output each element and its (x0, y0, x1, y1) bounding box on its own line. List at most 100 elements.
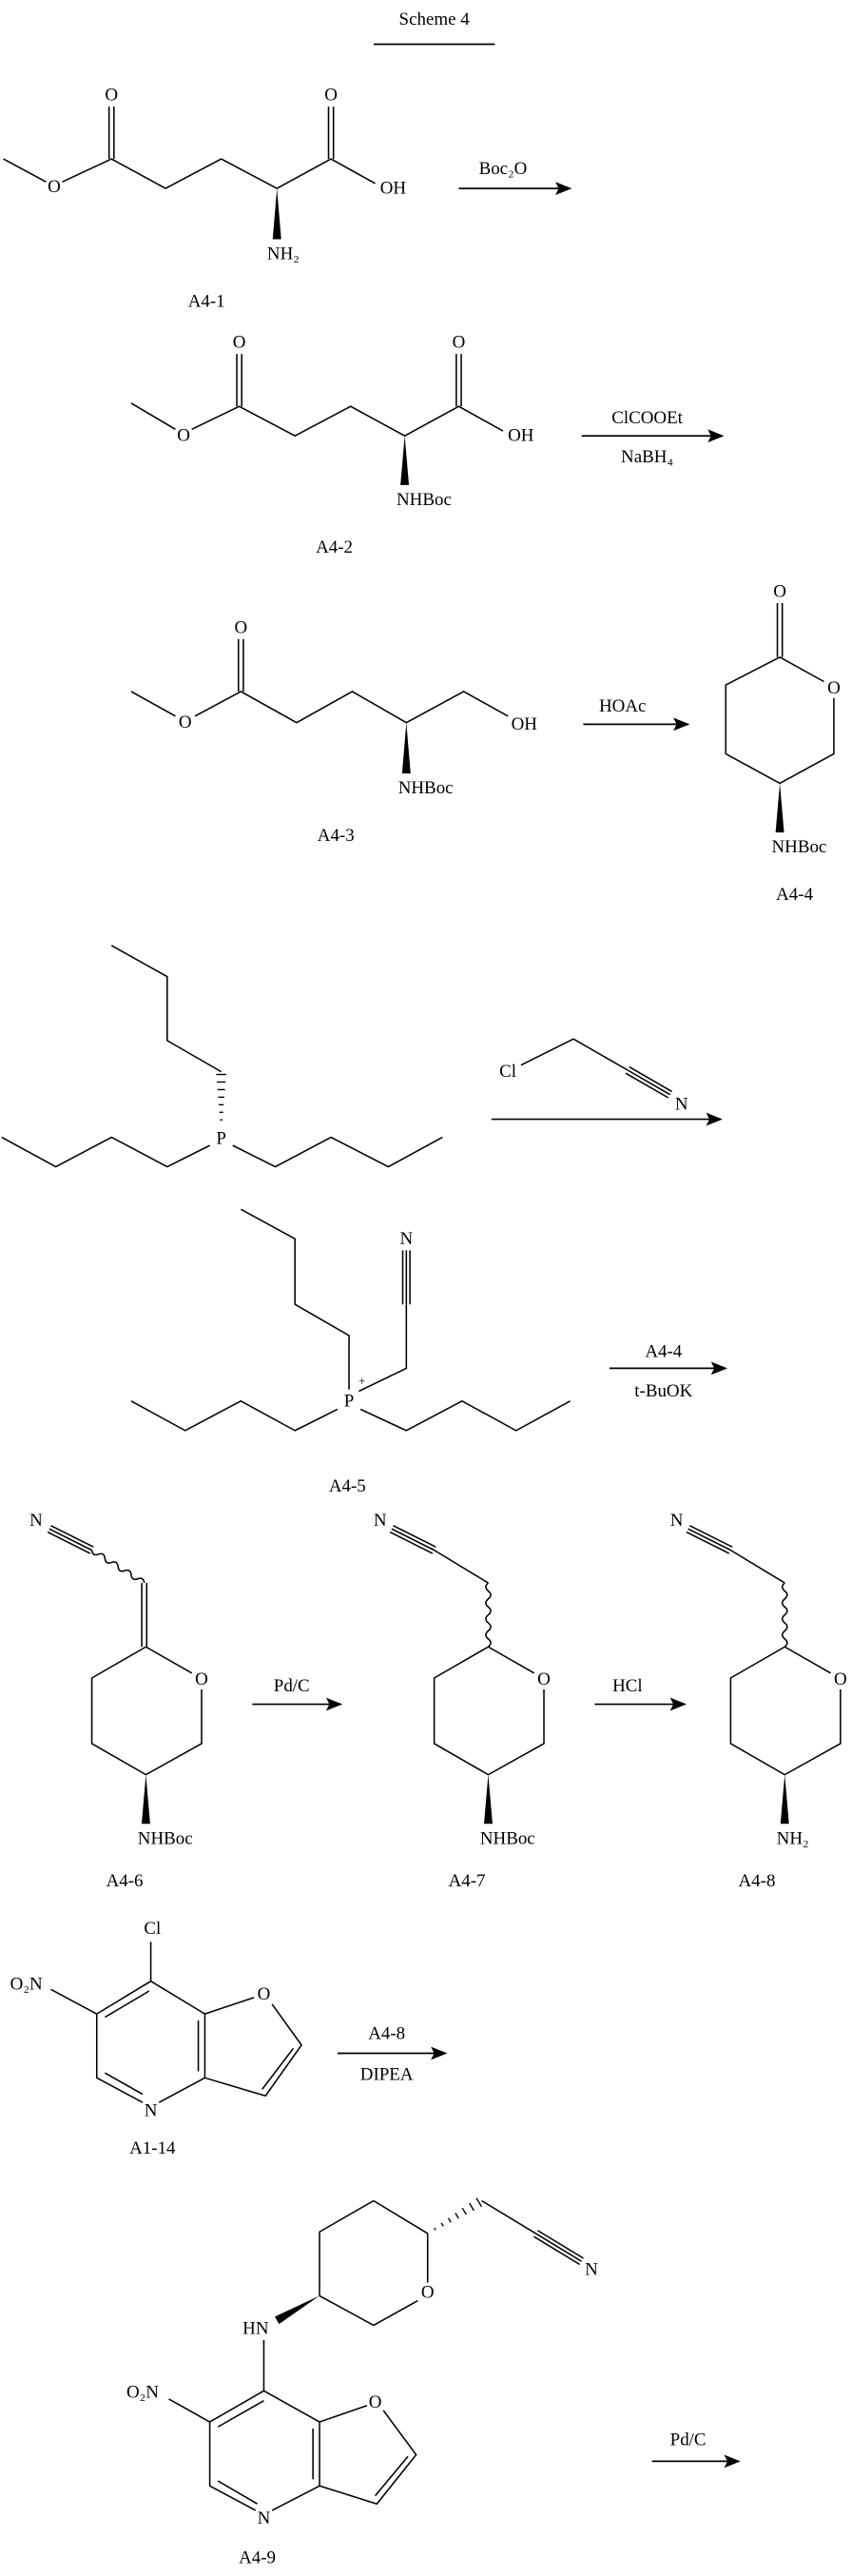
compound-label-a1-14: A1-14 (129, 2138, 176, 2158)
reagent-a4-4: A4-4 (645, 1342, 682, 1362)
atom-o: O (234, 617, 247, 637)
reagent-boc2o: Boc₂O (479, 159, 528, 179)
bond (319, 2405, 368, 2423)
atom-n: N (374, 1511, 387, 1531)
bond (375, 2455, 409, 2497)
atom-cl: Cl (144, 1919, 161, 1939)
compound-label-a4-5: A4-5 (329, 1476, 366, 1496)
atom-o: O (773, 581, 786, 601)
scheme-title: Scheme 4 (399, 10, 471, 29)
compound-label-a4-3: A4-3 (318, 826, 355, 846)
wedge-bond (275, 2295, 320, 2325)
reagent-hcl: HCl (612, 1676, 643, 1696)
reagent-clcooet: ClCOOEt (611, 408, 683, 428)
bond (629, 1065, 672, 1093)
atom-n: N (258, 2508, 271, 2528)
atom-o: O (233, 333, 246, 353)
wedge-bond (401, 722, 411, 774)
compound-label-a4-2: A4-2 (316, 537, 353, 557)
compound-label-a4-4: A4-4 (776, 885, 813, 905)
atom-o: O (177, 426, 190, 446)
bond (1, 1136, 210, 1168)
bond (687, 1528, 731, 1551)
bond (779, 656, 824, 683)
atom-n: N (585, 2259, 598, 2279)
bond (688, 1525, 733, 1548)
reaction-arrows (252, 182, 741, 2469)
bond (130, 1400, 339, 1432)
bond (95, 1981, 151, 2103)
atom-o-ring: O (834, 1669, 847, 1689)
hash-bond (447, 2217, 452, 2223)
compound-label-a4-7: A4-7 (449, 1871, 486, 1891)
reagent-tbuok: t-BuOK (634, 1381, 692, 1401)
reagent-pdc-2: Pd/C (670, 2430, 707, 2450)
atom-n: N (399, 1229, 413, 1249)
bond (90, 1646, 203, 1776)
atom-o-furan: O (258, 1984, 271, 2004)
bond (204, 2003, 302, 2098)
bond (533, 2235, 581, 2266)
wavy-bond (90, 1550, 145, 1584)
reagent-nabh4: NaBH₄ (621, 447, 673, 467)
hash-bond (461, 2207, 467, 2215)
atom-labels: O O O OH NH₂ O O O OH NHBoc O O OH NHBoc… (9, 83, 849, 2530)
hash-bond (475, 2197, 483, 2208)
bond (729, 1646, 842, 1776)
reagent-dipea: DIPEA (360, 2064, 414, 2084)
atom-n: N (29, 1511, 43, 1531)
atom-cl: Cl (499, 1062, 516, 1082)
bond (50, 1525, 94, 1548)
atom-o-ring: O (537, 1669, 551, 1689)
atom-p: P (344, 1391, 355, 1411)
bond (535, 2233, 583, 2262)
atom-o: O (324, 85, 338, 105)
wedge-bond (775, 783, 784, 833)
reagent-pdc: Pd/C (274, 1676, 310, 1696)
wedge-bond (400, 436, 410, 485)
bond (232, 1136, 443, 1168)
bond (204, 1997, 255, 2015)
hash-bond (440, 2222, 444, 2227)
reagent-a4-8: A4-8 (368, 2023, 405, 2043)
bond (208, 2390, 264, 2511)
bond (130, 691, 176, 717)
reagent-hoac: HOAc (599, 696, 646, 716)
bond (194, 691, 509, 724)
wavy-bond (485, 1582, 492, 1648)
bond (104, 2072, 144, 2096)
atom-nhboc: NHBoc (397, 490, 452, 510)
atom-o-furan: O (369, 2392, 382, 2412)
wedge-bond (483, 1774, 493, 1825)
bond (725, 656, 835, 785)
wedge-bond (272, 188, 281, 240)
bond (48, 1528, 92, 1551)
reagents: Boc₂O ClCOOEt NaBH₄ HOAc A4-4 t-BuOK Pd/… (272, 157, 708, 2452)
atom-o-ring: O (195, 1669, 208, 1689)
bond (481, 2199, 536, 2234)
atom-hn: HN (242, 2318, 269, 2338)
compound-labels: A4-1 A4-2 A4-3 A4-4 A4-5 A4-6 A4-7 A4-8 … (104, 289, 815, 2569)
bond (240, 1208, 350, 1390)
atom-o: O (48, 177, 61, 197)
atom-n: N (670, 1511, 684, 1531)
bond (373, 2199, 429, 2283)
bond (110, 945, 223, 1073)
compound-label-a4-1: A4-1 (188, 291, 225, 311)
wedge-bond (141, 1774, 150, 1825)
bond (784, 1646, 831, 1674)
bond (625, 1072, 669, 1099)
compound-label-a4-8: A4-8 (739, 1871, 776, 1891)
bond (359, 1400, 571, 1432)
atom-n: N (675, 1095, 688, 1115)
atom-nhboc: NHBoc (771, 837, 826, 857)
bond (130, 402, 176, 431)
atom-oh: OH (380, 179, 407, 199)
bond (217, 2480, 258, 2505)
bond (488, 1646, 535, 1674)
compound-label-a4-9: A4-9 (239, 2548, 276, 2568)
bond (391, 1528, 435, 1551)
compound-label-a4-6: A4-6 (106, 1871, 144, 1891)
atom-nhboc: NHBoc (480, 1828, 535, 1848)
bond (358, 1304, 408, 1393)
